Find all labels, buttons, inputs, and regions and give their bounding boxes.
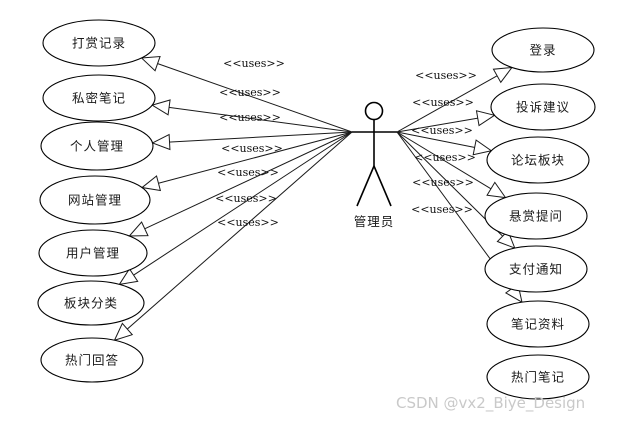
use-case-label-left-4: 用户管理: [66, 246, 120, 261]
uses-stereotype-left-6: <<uses>>: [217, 216, 279, 229]
arrow-heads-group: [113, 55, 523, 342]
use-case-ellipse-right-3[interactable]: [484, 192, 588, 240]
association-line-left-1: [168, 106, 353, 133]
uses-stereotype-right-4: <<uses>>: [412, 176, 474, 189]
use-case-label-left-1: 私密笔记: [72, 91, 126, 106]
use-case-ellipse-right-0[interactable]: [491, 27, 595, 73]
association-line-right-1: [396, 117, 479, 133]
use-case-label-left-6: 热门回答: [65, 353, 119, 368]
use-case-ellipse-right-2[interactable]: [486, 136, 590, 184]
uses-arrow-head: [496, 229, 516, 249]
uses-stereotype-left-2: <<uses>>: [219, 111, 281, 124]
association-line-left-3: [157, 131, 353, 184]
use-case-ellipse-right-4[interactable]: [484, 245, 588, 293]
association-line-left-6: [126, 131, 353, 331]
csdn-watermark: CSDN @vx2_Biye_Design: [396, 394, 586, 412]
uses-stereotype-right-3: <<uses>>: [414, 151, 476, 164]
uses-stereotype-right-5: <<uses>>: [411, 203, 473, 216]
use-case-ellipse-left-1[interactable]: [42, 74, 156, 122]
uses-labels-group: <<uses>> <<uses>> <<uses>> <<uses>> <<uses>>…: [215, 57, 477, 229]
use-case-ellipse-left-0[interactable]: [42, 19, 156, 67]
actor-leg-right: [373, 165, 392, 207]
association-line-left-2: [168, 131, 353, 143]
use-case-label-left-0: 打赏记录: [72, 36, 126, 51]
uses-stereotype-left-4: <<uses>>: [217, 166, 279, 179]
uses-stereotype-left-0: <<uses>>: [223, 57, 285, 70]
uses-stereotype-left-1: <<uses>>: [219, 86, 281, 99]
use-case-ellipse-right-6[interactable]: [486, 354, 590, 400]
use-case-ellipse-left-4[interactable]: [38, 229, 148, 277]
use-case-label-left-2: 个人管理: [70, 139, 124, 154]
uses-arrow-head: [118, 267, 139, 286]
uses-stereotype-right-0: <<uses>>: [415, 69, 477, 82]
actor-label: 管理员: [354, 214, 395, 229]
association-line-right-3: [396, 131, 493, 190]
uses-arrow-head: [486, 181, 507, 199]
uses-stereotype-left-5: <<uses>>: [215, 192, 277, 205]
use-case-label-right-6: 热门笔记: [511, 370, 565, 385]
uses-stereotype-right-2: <<uses>>: [411, 124, 473, 137]
use-case-ellipse-right-1[interactable]: [490, 83, 596, 131]
use-case-label-right-4: 支付通知: [509, 262, 563, 277]
use-case-label-left-5: 板块分类: [64, 296, 118, 311]
association-line-left-4: [143, 131, 353, 230]
association-line-left-0: [156, 62, 353, 133]
uses-stereotype-left-3: <<uses>>: [221, 142, 283, 155]
uses-arrow-head: [140, 175, 162, 192]
uses-stereotype-right-1: <<uses>>: [412, 96, 474, 109]
uses-arrow-head: [472, 139, 493, 156]
use-case-label-left-3: 网站管理: [68, 193, 122, 208]
use-case-ellipse-left-2[interactable]: [40, 121, 154, 171]
uses-arrow-head: [140, 55, 161, 72]
use-case-label-right-3: 悬赏提问: [509, 209, 563, 224]
uses-arrow-head: [492, 66, 514, 84]
actor-administrator[interactable]: 管理员: [352, 101, 397, 230]
uses-arrow-head: [151, 133, 171, 151]
use-case-label-right-0: 登录: [529, 43, 556, 58]
uses-arrow-head: [150, 99, 171, 116]
actor-head: [364, 101, 384, 121]
use-case-label-right-2: 论坛板块: [511, 153, 565, 168]
uses-arrow-head: [475, 110, 496, 127]
actor-leg-left: [356, 165, 375, 207]
use-case-label-right-1: 投诉建议: [516, 100, 570, 115]
association-line-right-0: [396, 74, 499, 133]
association-line-right-2: [396, 131, 476, 149]
use-case-ellipse-left-3[interactable]: [39, 175, 151, 225]
use-case-ellipse-right-5[interactable]: [486, 300, 590, 348]
uses-arrow-head: [113, 322, 134, 342]
use-case-ellipse-left-5[interactable]: [37, 280, 145, 326]
association-line-left-5: [132, 131, 353, 277]
use-case-label-right-5: 笔记资料: [511, 317, 565, 332]
use-case-ellipse-left-6[interactable]: [40, 337, 144, 383]
uses-arrow-head: [128, 221, 149, 237]
